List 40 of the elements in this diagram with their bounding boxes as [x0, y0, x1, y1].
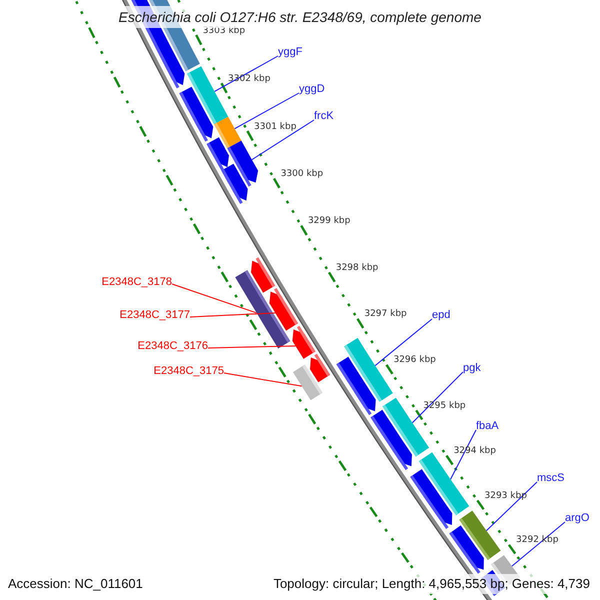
- gene-label: E2348C_3177: [120, 308, 190, 322]
- leader-line: [208, 345, 296, 348]
- gene-label: E2348C_3175: [154, 364, 224, 378]
- gene-label: E2348C_3178: [102, 275, 172, 289]
- leader-line: [172, 284, 258, 314]
- gene-feature: [214, 116, 242, 148]
- gene-feature: [227, 140, 258, 187]
- gene-label: fbaA: [476, 419, 499, 433]
- scale-label: 3292 kbp: [516, 535, 558, 546]
- gene-feature: [187, 66, 228, 124]
- leader-line: [214, 56, 278, 92]
- gene-feature: [292, 364, 322, 400]
- gene-feature: [459, 510, 501, 560]
- gene-label: mscS: [537, 471, 564, 485]
- leader-line: [511, 522, 566, 567]
- gene-label: E2348C_3176: [138, 339, 208, 353]
- leader-line: [234, 92, 300, 130]
- scale-label: 3301 kbp: [254, 122, 296, 133]
- leader-line: [190, 312, 276, 318]
- gene-label: frcK: [314, 109, 334, 123]
- scale-label: 3299 kbp: [308, 216, 350, 228]
- leader-line: [486, 482, 538, 532]
- leader-line: [251, 120, 314, 160]
- gene-label: yggD: [299, 82, 325, 96]
- scale-label: 3297 kbp: [364, 309, 407, 320]
- scale-label: 3298 kbp: [336, 263, 378, 274]
- gene-feature: [418, 452, 470, 516]
- gene-label: yggF: [278, 45, 302, 59]
- leader-line: [224, 372, 302, 387]
- scale-label: 3296 kbp: [393, 355, 436, 366]
- gene-feature: [292, 326, 316, 359]
- gene-label: epd: [432, 308, 450, 322]
- gene-feature: [344, 338, 393, 402]
- gene-label: argO: [565, 511, 590, 525]
- scale-label: 3303 kbp: [202, 26, 246, 37]
- gene-feature: [235, 270, 290, 348]
- leader-line: [374, 318, 432, 366]
- gene-label: pgk: [463, 361, 481, 375]
- scale-label: 3300 kbp: [280, 169, 324, 180]
- leader-line: [412, 372, 464, 424]
